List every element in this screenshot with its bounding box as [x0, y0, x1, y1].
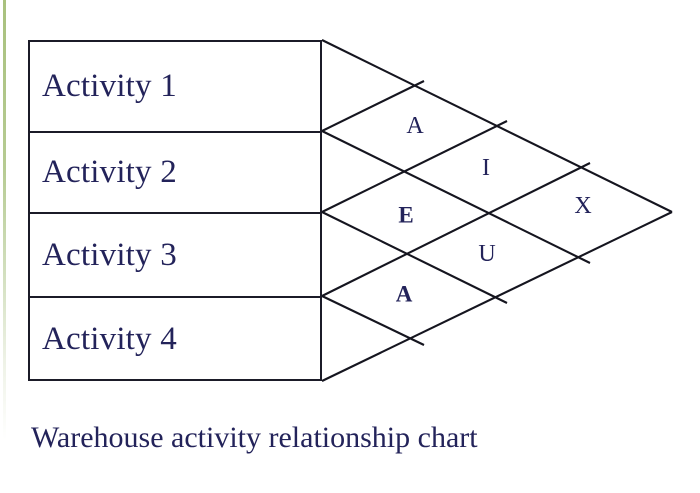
lattice-line [321, 39, 673, 213]
relationship-code-cell[interactable]: A [406, 114, 423, 138]
figure-caption: Warehouse activity relationship chart [31, 421, 478, 454]
activity-label: Activity 2 [42, 154, 177, 190]
relationship-code-cell[interactable]: U [478, 242, 495, 266]
lattice-up-diagonals [321, 80, 673, 382]
activity-row[interactable]: Activity 2 [30, 131, 320, 212]
relationship-code: A [395, 281, 413, 307]
lattice-line [321, 130, 591, 264]
lattice-line [321, 162, 591, 297]
relationship-code: A [406, 113, 424, 139]
relationship-code-cell[interactable]: E [398, 204, 413, 227]
lattice-line [321, 211, 673, 382]
activity-row[interactable]: Activity 1 [30, 42, 320, 131]
activity-row[interactable]: Activity 4 [30, 296, 320, 381]
relationship-code-cell[interactable]: A [396, 283, 413, 306]
lattice-down-diagonals [321, 39, 673, 346]
relationship-code: E [398, 202, 414, 228]
relationship-code-cell[interactable]: I [482, 156, 490, 180]
relationship-code: I [482, 155, 490, 181]
activity-list-box: Activity 1 Activity 2 Activity 3 Activit… [28, 40, 322, 381]
relationship-code-cell[interactable]: X [574, 194, 591, 218]
left-accent-stripe [3, 0, 6, 440]
activity-row[interactable]: Activity 3 [30, 212, 320, 296]
relationship-code: U [478, 241, 496, 267]
activity-label: Activity 1 [42, 68, 177, 104]
activity-label: Activity 4 [42, 321, 177, 357]
relationship-code: X [574, 193, 592, 219]
activity-label: Activity 3 [42, 236, 177, 273]
